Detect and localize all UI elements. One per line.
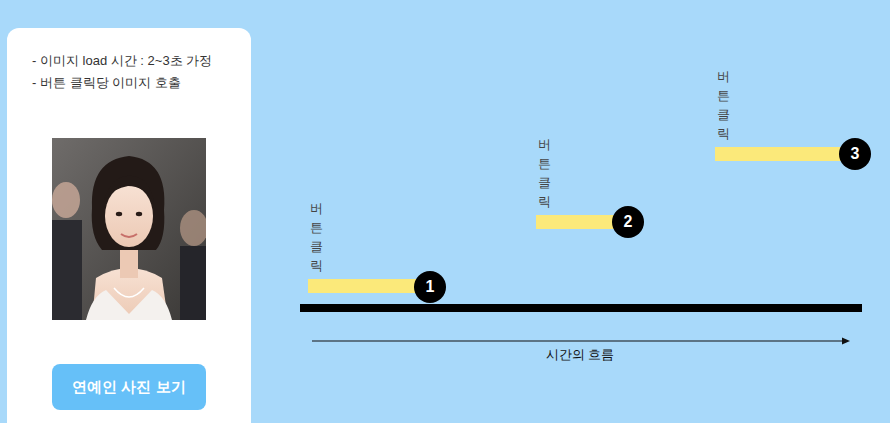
time-arrow-head [842, 338, 850, 345]
event-label: 버튼 클릭 [538, 135, 551, 211]
callout-number: 3 [851, 145, 860, 163]
event-label: 버튼 클릭 [310, 199, 323, 275]
timeline-bar [300, 304, 862, 312]
callout-number: 1 [426, 278, 435, 296]
load-bar: 버튼 클릭 [308, 199, 430, 293]
step-number: 1 [414, 271, 446, 303]
time-arrow-line [312, 340, 843, 341]
button-label: 연예인 사진 보기 [72, 378, 185, 397]
load-bar: 버튼 클릭 [715, 67, 855, 161]
bar-fill [715, 147, 855, 161]
step-number: 3 [839, 138, 871, 170]
bar-fill [308, 279, 430, 293]
event-label: 버튼 클릭 [717, 67, 730, 143]
note-text: - 이미지 load 시간 : 2~3초 가정 [32, 50, 239, 72]
note-text: - 버튼 클릭당 이미지 호출 [32, 72, 239, 94]
celebrity-photo [52, 138, 206, 320]
action-button: 연예인 사진 보기 [52, 364, 206, 410]
callout-number: 2 [624, 213, 633, 231]
axis-label: 시간의 흐름 [546, 346, 615, 364]
step-number: 2 [612, 206, 644, 238]
